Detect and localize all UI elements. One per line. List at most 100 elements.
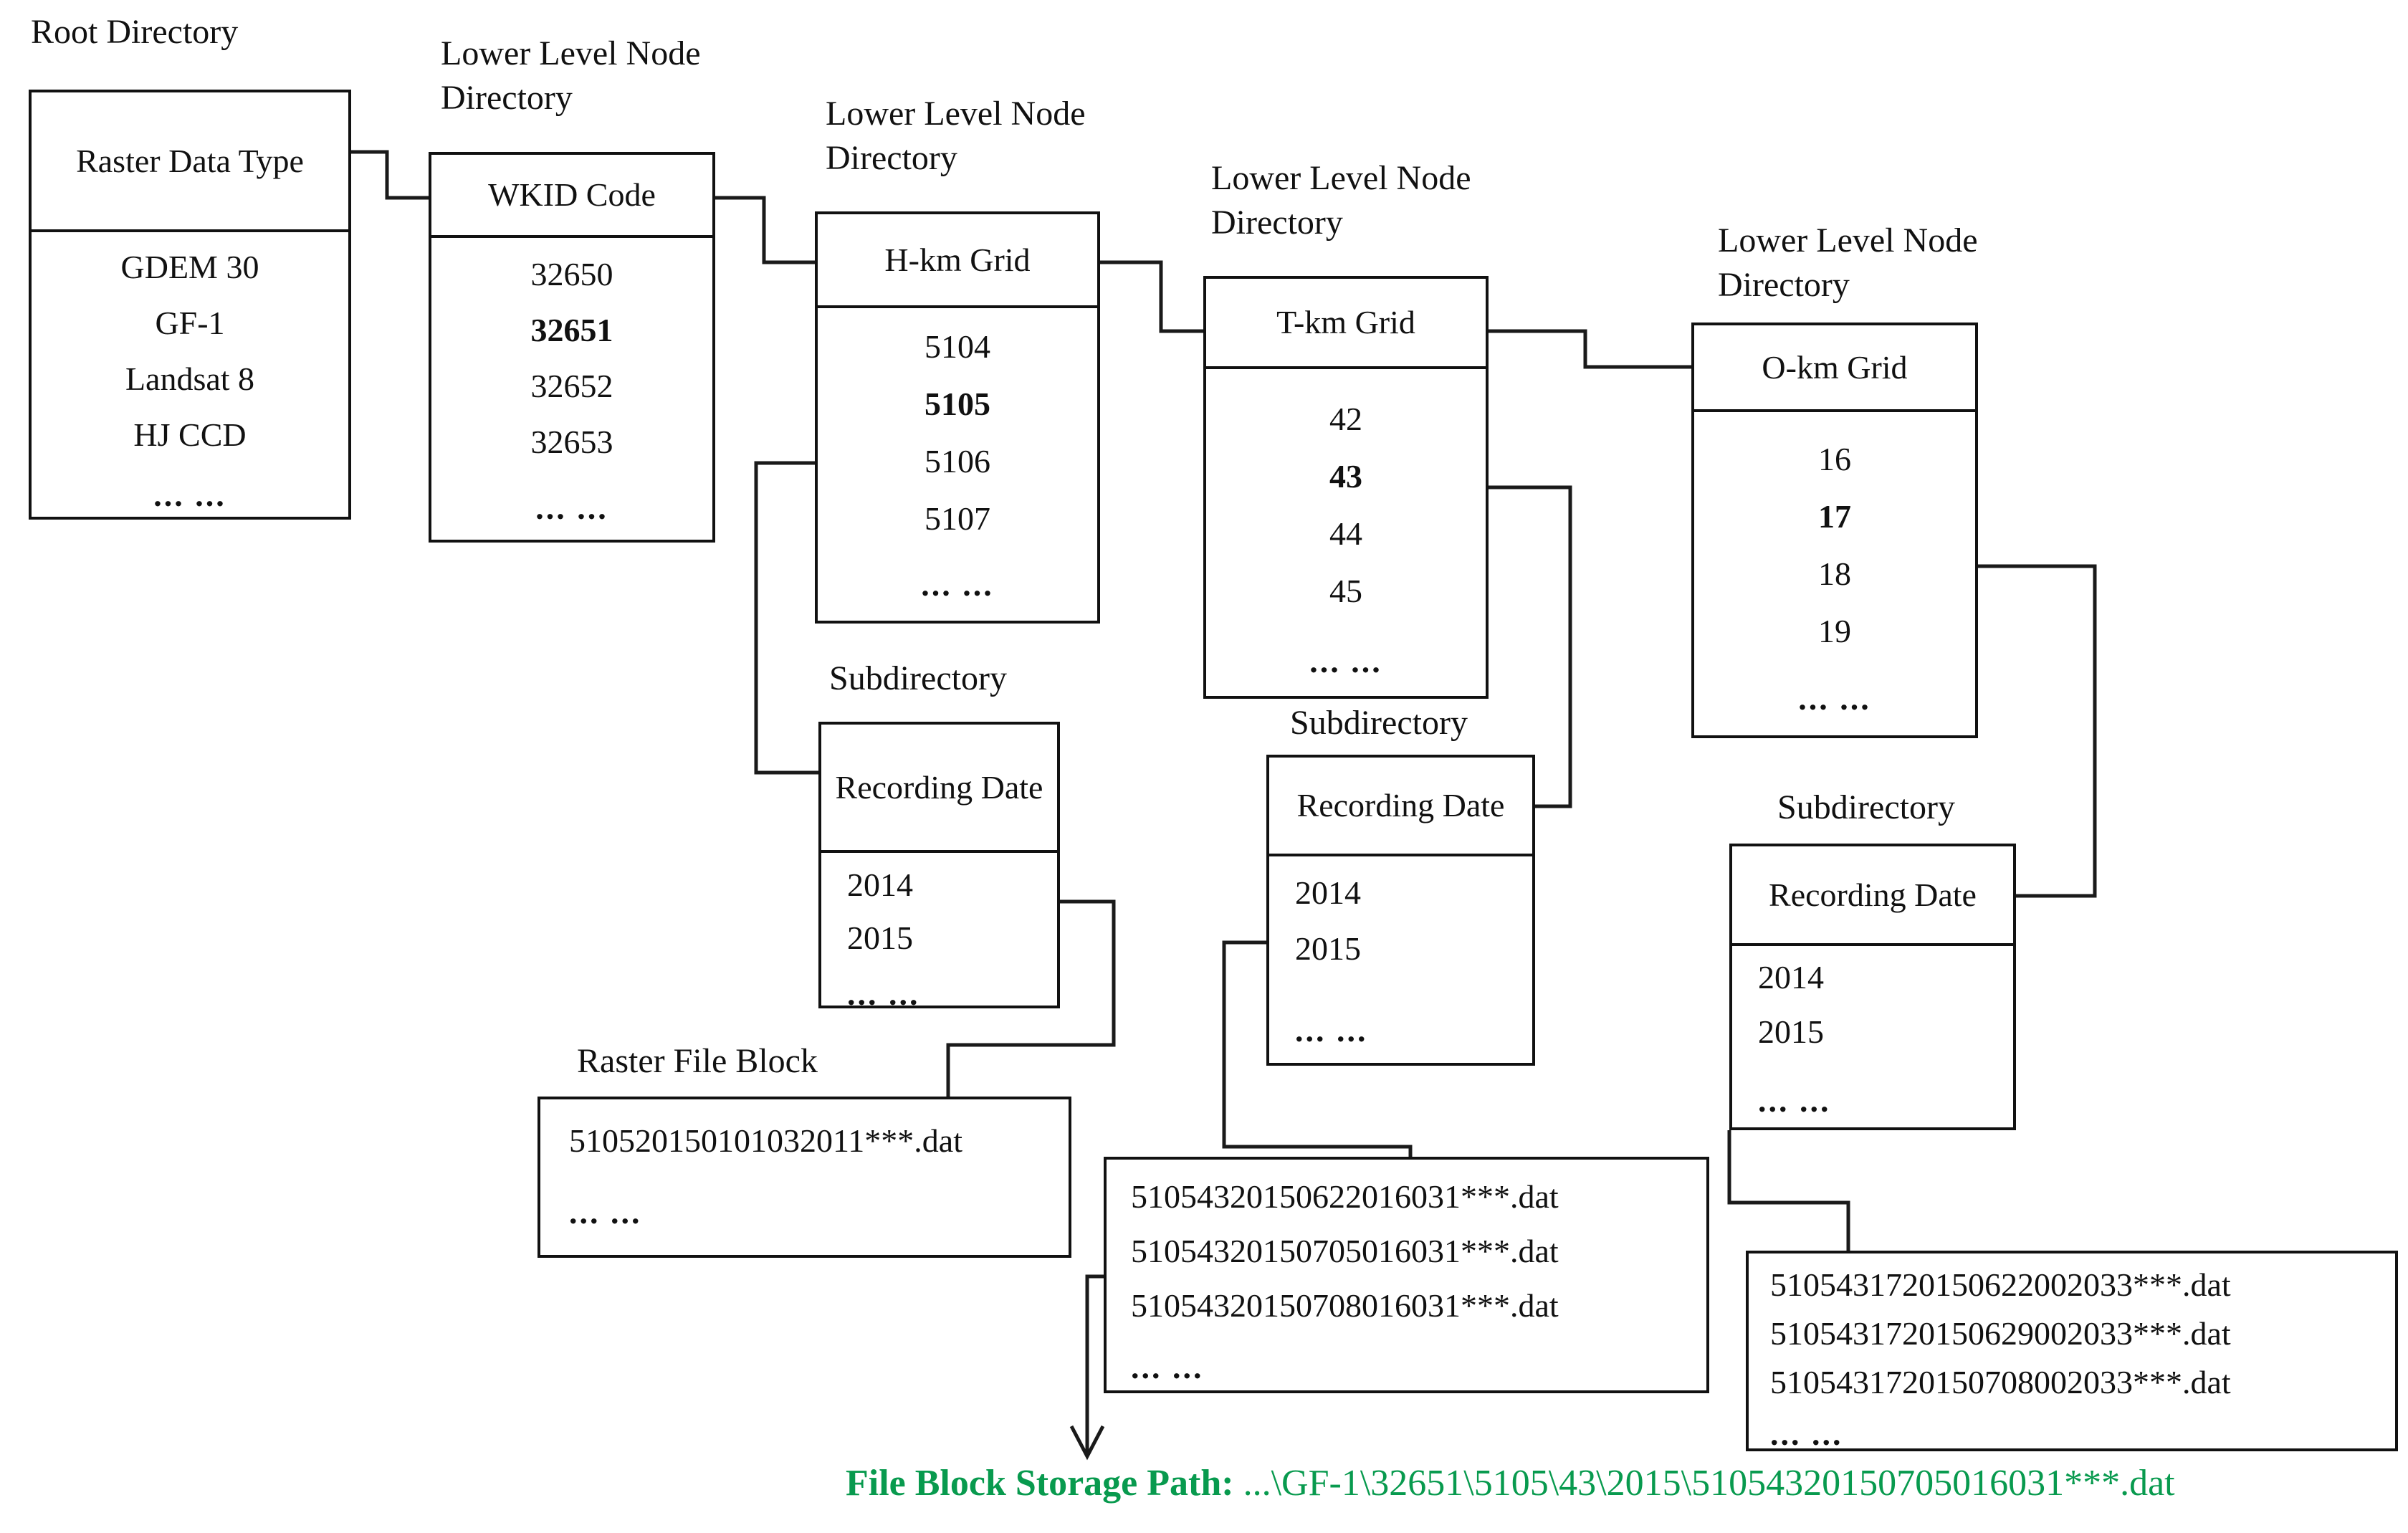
connector-hkm-to-recording-date-1 <box>754 461 818 775</box>
list-item: 5105 <box>924 386 990 422</box>
list-item: 2015 <box>1295 930 1361 967</box>
root-directory-label: Root Directory <box>31 13 239 51</box>
list-item: 16 <box>1818 441 1851 477</box>
list-item: 51054320150705016031***.dat <box>1131 1233 1559 1269</box>
node-h-km-grid-header: H-km Grid <box>818 214 1097 308</box>
list-item: ... ... <box>1295 1012 1368 1049</box>
subdirectory-label-2: Subdirectory <box>1290 704 1468 742</box>
connector-wkid-to-hkm <box>715 196 815 264</box>
list-item: 51054320150622016031***.dat <box>1131 1178 1559 1215</box>
list-item: 44 <box>1329 515 1362 552</box>
storage-path-arrow-shaft <box>1085 1274 1104 1455</box>
list-item: 18 <box>1818 555 1851 592</box>
connector-tkm-to-recording-date-2 <box>1489 485 1572 808</box>
list-item: Landsat 8 <box>125 360 255 397</box>
node-t-km-grid-items: 42 43 44 45 ... ... <box>1206 369 1486 690</box>
list-item: 43 <box>1329 458 1362 495</box>
storage-path-label: File Block Storage Path <box>846 1463 1222 1504</box>
list-item: ... ... <box>1770 1415 1843 1452</box>
subdirectory-label-1: Subdirectory <box>829 659 1007 697</box>
list-item: 45 <box>1329 573 1362 609</box>
file-block-h-level-lines: 510520150101032011***.dat ... ... <box>540 1099 1069 1241</box>
list-item: ... ... <box>535 489 608 526</box>
list-item: 51054320150708016031***.dat <box>1131 1287 1559 1324</box>
list-item: ... ... <box>847 975 920 1012</box>
storage-path-separator: : <box>1221 1463 1243 1504</box>
node-t-km-grid-header: T-km Grid <box>1206 279 1486 369</box>
node-recording-date-1-header: Recording Date <box>821 725 1057 853</box>
list-item: 5106 <box>924 443 990 479</box>
connector-hkm-to-tkm <box>1100 260 1203 333</box>
list-item: ... ... <box>569 1194 642 1231</box>
storage-path-arrowhead-icon <box>1069 1425 1105 1461</box>
lower-level-node-directory-label-wkid: Lower Level Node Directory <box>441 34 701 117</box>
lower-level-node-directory-label-okm: Lower Level Node Directory <box>1718 221 1978 304</box>
list-item: 19 <box>1818 613 1851 649</box>
node-recording-date-3-items: 2014 2015 ... ... <box>1732 946 2013 1128</box>
list-item: ... ... <box>921 566 994 603</box>
list-item: ... ... <box>1131 1349 1204 1385</box>
connector-tkm-to-okm <box>1489 329 1691 369</box>
node-h-km-grid: H-km Grid 5104 5105 5106 5107 ... ... <box>815 211 1100 624</box>
node-recording-date-3-header: Recording Date <box>1732 846 2013 946</box>
node-recording-date-2-items: 2014 2015 ... ... <box>1269 856 1532 1059</box>
list-item: 2015 <box>847 920 913 956</box>
node-raster-data-type-header: Raster Data Type <box>32 92 348 232</box>
node-recording-date-3: Recording Date 2014 2015 ... ... <box>1729 844 2016 1130</box>
connector-recording-date-2-to-file-block <box>1222 940 1413 1157</box>
list-item: 5105431720150708002033***.dat <box>1770 1364 2231 1400</box>
list-item: 2015 <box>1758 1013 1824 1050</box>
node-t-km-grid: T-km Grid 42 43 44 45 ... ... <box>1203 276 1489 699</box>
raster-file-block-label: Raster File Block <box>577 1042 818 1080</box>
node-recording-date-1-items: 2014 2015 ... ... <box>821 853 1057 1021</box>
node-o-km-grid-header: O-km Grid <box>1694 325 1975 412</box>
node-recording-date-2: Recording Date 2014 2015 ... ... <box>1266 755 1535 1066</box>
file-block-storage-path: File Block Storage Path: ...\GF-1\32651\… <box>846 1462 2175 1504</box>
list-item: GDEM 30 <box>120 249 259 285</box>
subdirectory-label-3: Subdirectory <box>1777 788 1955 826</box>
list-item: 2014 <box>1758 959 1824 995</box>
list-item: 510520150101032011***.dat <box>569 1122 962 1159</box>
node-recording-date-2-header: Recording Date <box>1269 758 1532 856</box>
file-block-t-level: 51054320150622016031***.dat 5105432015070… <box>1104 1157 1709 1393</box>
node-h-km-grid-items: 5104 5105 5106 5107 ... ... <box>818 308 1097 613</box>
list-item: 32652 <box>530 368 613 404</box>
list-item: 5107 <box>924 500 990 537</box>
file-block-h-level: 510520150101032011***.dat ... ... <box>538 1097 1071 1258</box>
node-wkid-code-items: 32650 32651 32652 32653 ... ... <box>431 238 712 536</box>
connector-recording-date-3-to-file-block <box>1727 1130 1850 1251</box>
list-item: HJ CCD <box>133 416 247 453</box>
list-item: ... ... <box>1758 1082 1831 1119</box>
lower-level-node-directory-label-tkm: Lower Level Node Directory <box>1211 159 1471 242</box>
list-item: ... ... <box>1798 680 1871 717</box>
list-item: 42 <box>1329 401 1362 437</box>
list-item: GF-1 <box>155 305 225 341</box>
connector-recording-date-1-to-file-block <box>946 899 1116 1097</box>
storage-path-value: ...\GF-1\32651\5105\43\2015\510543201507… <box>1243 1463 2175 1504</box>
list-item: ... ... <box>1309 643 1382 679</box>
list-item: 17 <box>1818 498 1851 535</box>
list-item: 5105431720150622002033***.dat <box>1770 1266 2231 1303</box>
list-item: 5105431720150629002033***.dat <box>1770 1315 2231 1352</box>
connector-okm-to-recording-date-3 <box>1978 564 2097 898</box>
list-item: ... ... <box>153 477 226 513</box>
list-item: 2014 <box>847 866 913 903</box>
list-item: 32651 <box>530 312 613 348</box>
node-wkid-code: WKID Code 32650 32651 32652 32653 ... ... <box>429 152 715 543</box>
list-item: 32650 <box>530 256 613 292</box>
node-recording-date-1: Recording Date 2014 2015 ... ... <box>818 722 1060 1012</box>
file-block-o-level: 5105431720150622002033***.dat 51054317201… <box>1746 1251 2398 1452</box>
list-item: 5104 <box>924 328 990 365</box>
list-item: 2014 <box>1295 874 1361 911</box>
file-block-t-level-lines: 51054320150622016031***.dat 5105432015070… <box>1107 1160 1706 1395</box>
lower-level-node-directory-label-hkm: Lower Level Node Directory <box>826 95 1086 177</box>
node-wkid-code-header: WKID Code <box>431 155 712 238</box>
connector-root-to-wkid <box>351 150 429 200</box>
node-o-km-grid: O-km Grid 16 17 18 19 ... ... <box>1691 323 1978 738</box>
list-item: 32653 <box>530 424 613 460</box>
file-block-o-level-lines: 5105431720150622002033***.dat 51054317201… <box>1749 1253 2395 1458</box>
